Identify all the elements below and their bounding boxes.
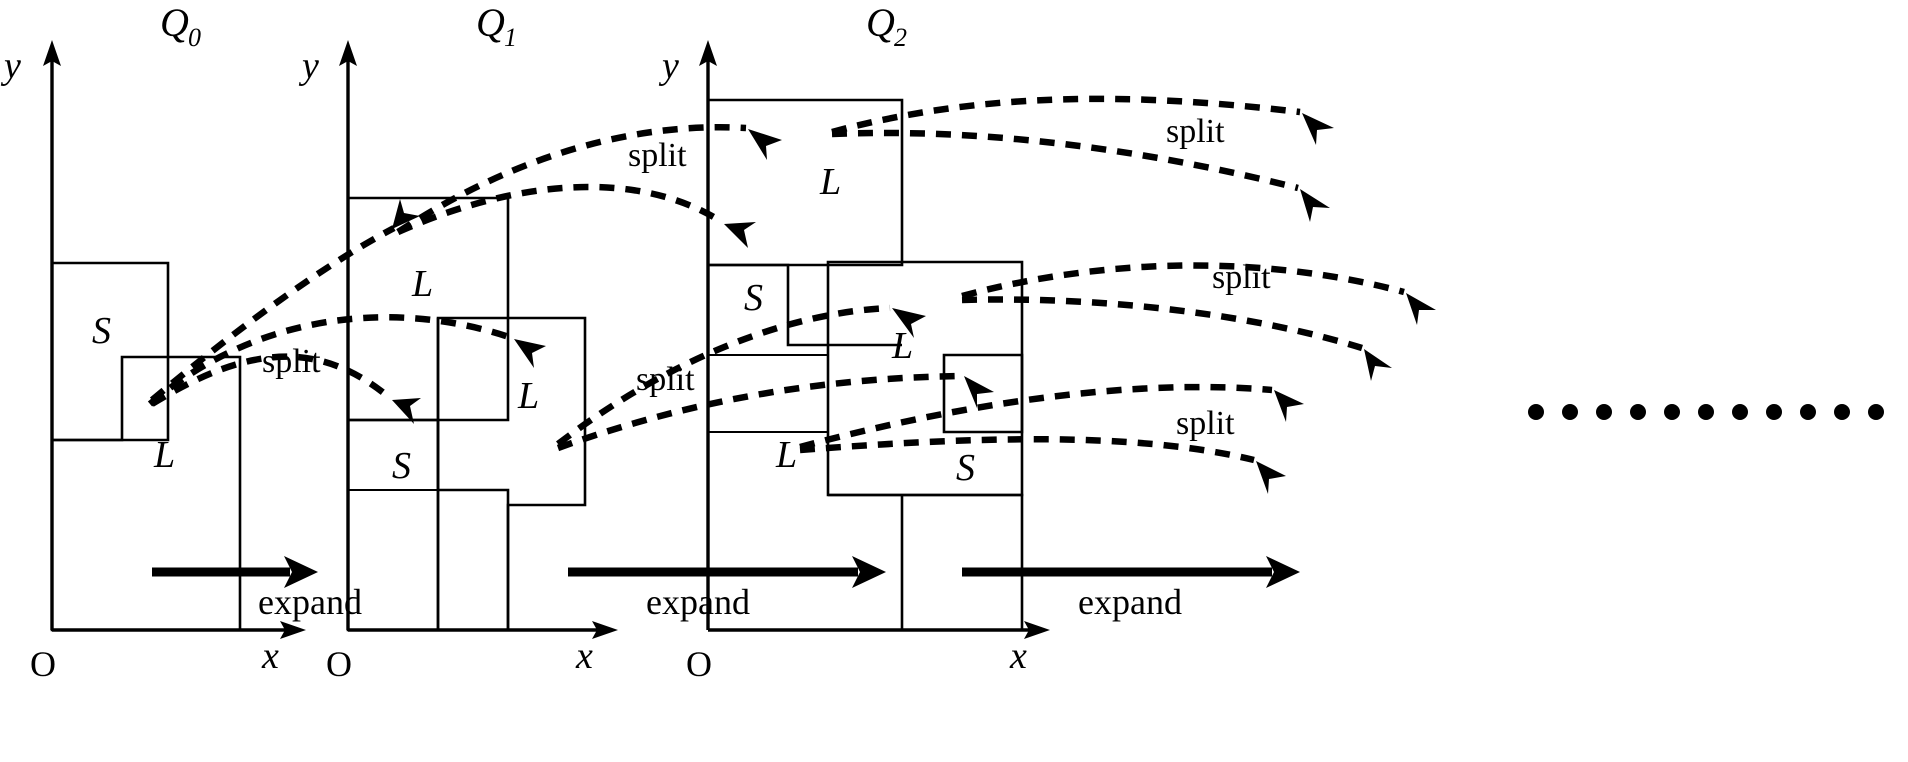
split-arc-q1-to-q2-lower-b-arrowhead	[964, 376, 994, 408]
split-arc-q2-out-2-a	[961, 262, 1405, 300]
q1-outline-lower-left	[346, 418, 510, 632]
q2-y-axis-arrowhead	[699, 40, 717, 66]
panel-Q0: Q 0 y x O S L	[0, 0, 306, 684]
split-arc-q1-to-q2-upper-b-arrowhead	[724, 222, 756, 248]
split-label-q2-out-1: split	[1166, 113, 1225, 150]
q1-x-axis-arrowhead	[592, 621, 618, 639]
split-arc-q1-to-q2-lower-a	[556, 304, 891, 447]
split-group-q2-out-3: split	[799, 383, 1304, 494]
q0-region-label-S: S	[92, 310, 111, 352]
q2-title: Q	[866, 0, 895, 45]
split-group-q1-to-q2-lower: split	[556, 304, 994, 452]
split-arc-q2-out-3-a-arrowhead	[1274, 390, 1304, 422]
q2-rect-L-top	[706, 98, 904, 267]
expand-arrow-3-head	[1266, 556, 1300, 588]
q1-region-label-L-right: L	[517, 375, 539, 417]
q2-outline-bottom	[708, 493, 1024, 632]
q1-x-axis-label: x	[575, 635, 593, 677]
expand-arrow-2-group: expand	[568, 556, 886, 622]
split-arc-q1-to-q2-lower-b	[556, 372, 963, 452]
q2-rect-inner-small	[942, 353, 1024, 434]
q2-region-label-L-top: L	[819, 161, 841, 203]
expand-arrow-1-head	[284, 556, 318, 588]
q0-rect-L	[50, 355, 242, 632]
split-arc-q2-out-2-a-arrowhead	[1406, 293, 1436, 325]
q1-title: Q	[476, 0, 505, 45]
split-label-q2-out-3: split	[1176, 405, 1235, 442]
q2-notch-upper-left	[708, 263, 902, 347]
q1-title-subscript: 1	[504, 23, 517, 52]
split-group-q2-out-1: split	[831, 95, 1334, 222]
split-arc-q2-out-3-b	[799, 436, 1255, 464]
split-arc-q0-to-q1-upper	[149, 225, 396, 403]
q2-region-label-L-bottom: L	[775, 434, 797, 476]
split-arc-q2-out-1-a-arrowhead	[1302, 113, 1334, 145]
q0-region-label-L: L	[153, 434, 175, 476]
q2-region-label-L-mid: L	[891, 325, 913, 367]
q1-y-axis-label: y	[298, 45, 319, 87]
q2-region-label-S-bottom: S	[956, 447, 975, 489]
split-arc-q0-to-q1-upper-arrowhead	[392, 199, 420, 229]
split-label-q2-out-2: split	[1212, 259, 1271, 296]
expand-arrow-2-head	[852, 556, 886, 588]
split-arc-q0-L-to-q1-L-arrowhead	[514, 339, 546, 368]
q2-x-axis-arrowhead	[1024, 621, 1050, 639]
q1-y-axis-arrowhead	[339, 40, 357, 66]
split-arc-q2-out-3-a	[799, 383, 1273, 451]
q2-region-label-S-left: S	[744, 277, 763, 319]
q2-y-axis-label: y	[658, 45, 679, 87]
split-arc-q0-L-to-q1-L	[147, 314, 514, 407]
q0-origin-label: O	[30, 644, 56, 684]
expand-arrow-1-label: expand	[258, 582, 362, 622]
q1-origin-label: O	[326, 644, 352, 684]
split-label-q0-to-q1: split	[262, 343, 321, 380]
q1-rect-L-right	[436, 316, 587, 632]
split-arc-q1-to-q2-upper-a	[396, 124, 747, 235]
split-arc-q1-to-q2-upper-a-arrowhead	[748, 129, 782, 160]
q1-region-label-L-top: L	[411, 263, 433, 305]
q2-title-subscript: 2	[894, 23, 907, 52]
split-group-q2-out-2: split	[961, 259, 1436, 381]
q2-origin-label: O	[686, 644, 712, 684]
expand-arrow-1-group: expand	[152, 556, 362, 622]
split-arc-q2-out-3-b-arrowhead	[1256, 461, 1286, 494]
split-arc-q2-out-1-b-arrowhead	[1300, 189, 1330, 222]
split-arc-q2-out-2-b-arrowhead	[1364, 349, 1392, 381]
expand-arrow-3-group: expand	[962, 556, 1300, 622]
split-arc-q1-to-q2-lower-a-arrowhead	[892, 308, 926, 338]
split-arc-q2-out-2-b	[961, 296, 1363, 352]
split-arc-q2-out-1-b	[831, 129, 1299, 192]
split-group-q1-to-q2-upper: split	[396, 124, 782, 248]
split-arc-q0-to-q1-lower-arrowhead	[392, 398, 421, 424]
split-label-q1-to-q2-upper: split	[628, 137, 687, 174]
q0-title-subscript: 0	[188, 23, 201, 52]
panel-Q2: Q 2 y x O L S L L S	[658, 0, 1050, 684]
expand-arrow-2-label: expand	[646, 582, 750, 622]
continuation-dots	[1528, 404, 1884, 420]
q0-x-axis-label: x	[261, 635, 279, 677]
split-label-q1-to-q2-lower: split	[636, 361, 695, 398]
split-arc-q2-out-1-a	[831, 95, 1301, 136]
q0-x-axis-arrowhead	[280, 621, 306, 639]
expand-arrow-3-label: expand	[1078, 582, 1182, 622]
q1-region-label-S: S	[392, 445, 411, 487]
q0-y-axis-arrowhead	[43, 40, 61, 66]
q0-y-axis-label: y	[0, 45, 21, 87]
split-arc-q0-to-q1-lower	[150, 353, 393, 407]
split-group-q0-L-to-q1-L	[147, 314, 546, 407]
q0-rect-S	[50, 261, 170, 442]
split-arc-q1-to-q2-upper-b	[396, 183, 724, 235]
split-group-q0-to-q1: split	[149, 199, 421, 424]
q2-x-axis-label: x	[1009, 635, 1027, 677]
q0-title: Q	[160, 0, 189, 45]
